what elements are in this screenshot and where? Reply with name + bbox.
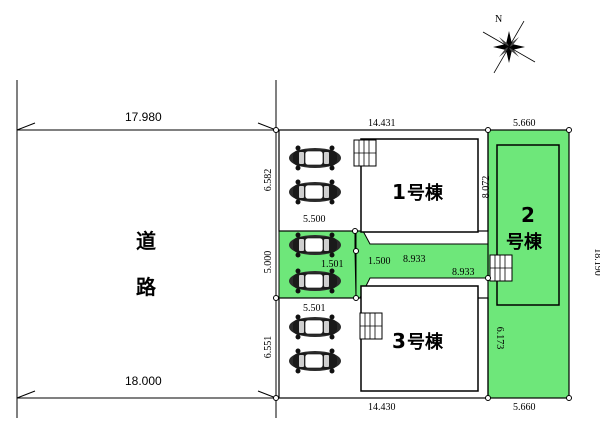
lot2-right-dim: 18.190 [592,248,600,276]
parking-mid-left-dim: 5.000 [263,251,274,274]
road-label-2: 路 [136,275,157,299]
lot2-top-dim: 5.660 [513,118,536,129]
lot1-top-dim: 14.431 [368,118,396,129]
car-icon [288,348,342,374]
house-2-suffix: 号棟 [506,231,543,253]
parking-bottom-width-dim: 5.501 [303,303,326,314]
lot2-inner-top-dim: 8.072 [481,176,492,199]
house-2-number: 2 [521,203,535,227]
lot1-left-dim: 6.582 [263,169,274,192]
parking-top-width-dim: 5.500 [303,214,326,225]
house-3-stairs [359,312,383,340]
car-icon [288,232,342,258]
car-icon [288,314,342,340]
compass-icon [482,20,536,74]
passage-bottom-dim: 8.933 [452,267,475,278]
lot3-bottom-dim: 14.430 [368,402,396,413]
passage-top-dim: 8.933 [403,254,426,265]
road-label-1: 道 [136,229,156,253]
road-top-dim: 17.980 [125,110,162,124]
diag-left-dim: 1.501 [321,259,344,270]
house-1-stairs [353,139,377,167]
road-bottom-dim: 18.000 [125,374,162,388]
diag-right-dim: 1.500 [368,256,391,267]
house-3-number: 3 [392,329,406,353]
lot2-inner-bottom-dim: 6.173 [494,327,505,350]
car-icon [288,145,342,171]
lot3-left-dim: 6.551 [263,336,274,359]
house-1-footprint [360,138,479,233]
house-1-number: 1 [392,180,406,204]
house-1-suffix: 号棟 [407,182,444,204]
car-icon [288,268,342,294]
house-3-suffix: 号棟 [407,331,444,353]
house-2-stairs [489,254,513,282]
car-icon [288,179,342,205]
compass-label: N [495,14,502,25]
lot2-bottom-dim: 5.660 [513,402,536,413]
